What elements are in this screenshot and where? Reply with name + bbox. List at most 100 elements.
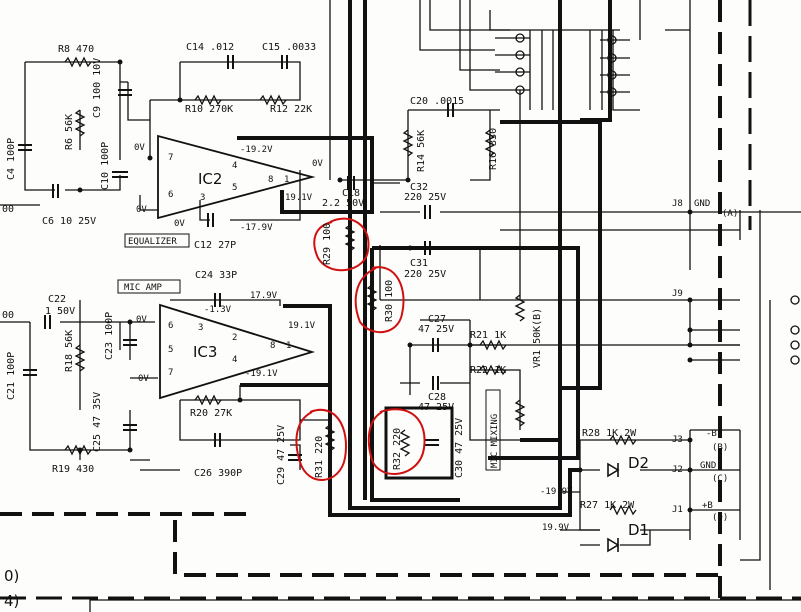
resistors — [64, 56, 637, 516]
label-r30: R30 100 — [384, 280, 395, 322]
svg-text:1: 1 — [286, 341, 291, 351]
label-c15: C15 .0033 — [262, 42, 316, 53]
label-r22: R22 1K — [470, 365, 506, 376]
svg-text:7: 7 — [168, 153, 173, 163]
svg-text:00: 00 — [2, 204, 14, 215]
edge-text: 00 00 0) 4) — [2, 204, 19, 610]
j8-label: J8 — [672, 199, 683, 209]
power-rails — [237, 0, 612, 517]
label-r29: R29 100 — [322, 223, 333, 265]
svg-text:2: 2 — [232, 333, 237, 343]
voltage-m179-ic2: -17.9V — [240, 223, 273, 233]
label-r19: R19 430 — [52, 464, 94, 475]
label-c18: C18 — [342, 188, 360, 199]
label-c30: C30 47 25V — [454, 418, 465, 478]
label-c10: C10 100P — [100, 142, 111, 190]
j1-pos: +B — [702, 501, 713, 511]
ic3-opamp — [159, 303, 316, 400]
svg-text:8: 8 — [268, 175, 273, 185]
voltage-labels: -19.2V 0V 19.1V 0V 0V 0V -17.9V -1.3V 17… — [134, 143, 573, 533]
label-c6: C6 10 25V — [42, 216, 96, 227]
voltage-191-ic2: 19.1V — [285, 193, 313, 203]
red-circle-r31 — [295, 409, 347, 481]
voltage-0v-out: 0V — [312, 159, 323, 169]
svg-text:8: 8 — [270, 341, 275, 351]
red-circle-r29 — [313, 217, 370, 272]
j9-label: J9 — [672, 289, 683, 299]
j2-gnd: GND — [700, 461, 716, 471]
label-r31: R31 220 — [314, 436, 325, 478]
svg-text:00: 00 — [2, 310, 14, 321]
j3-label: J3 — [672, 435, 683, 445]
voltage-0v-ic2-a: 0V — [134, 143, 145, 153]
svg-text:3: 3 — [200, 193, 205, 203]
label-c26: C26 390P — [194, 468, 242, 479]
label-c31-value: 220 25V — [404, 269, 446, 280]
j3-neg: -B — [706, 429, 717, 439]
label-r14: R14 56K — [416, 130, 427, 172]
label-c28: C28 — [428, 392, 446, 403]
voltage-m192: -19.2V — [240, 145, 273, 155]
label-c25: C25 47 35V — [92, 392, 103, 452]
label-r6: R6 56K — [64, 114, 75, 150]
capacitors — [18, 55, 454, 461]
svg-text:6: 6 — [168, 321, 173, 331]
label-d2: D2 — [628, 454, 649, 472]
mic-mixing-label: MIC MIXING — [490, 414, 500, 468]
svg-text:1: 1 — [284, 175, 289, 185]
label-c21: C21 100P — [6, 352, 17, 400]
j2-pin: (C) — [712, 474, 728, 484]
label-d1: D1 — [628, 521, 649, 539]
red-markup-circles — [295, 217, 426, 481]
label-c4: C4 100P — [6, 138, 17, 180]
label-r21: R21 1K — [470, 330, 506, 341]
svg-text:4): 4) — [4, 592, 19, 610]
label-c14: C14 .012 — [186, 42, 234, 53]
label-c9: C9 100 10V — [92, 58, 103, 118]
block-labels: IC2 IC3 EQUALIZER MIC AMP MIC MIXING — [117, 170, 501, 471]
label-r18: R18 56K — [64, 330, 75, 372]
svg-text:4: 4 — [232, 161, 237, 171]
label-r28: R28 1K 2W — [582, 428, 637, 439]
svg-text:5: 5 — [232, 183, 237, 193]
label-c28-value: 47 25V — [418, 402, 454, 413]
label-r20: R20 27K — [190, 408, 232, 419]
label-c22: C22 — [48, 294, 66, 305]
label-r16: R16 330 — [488, 128, 499, 170]
pin-numbers: 7 6 3 5 4 8 1 6 5 7 3 2 4 8 1 — [168, 153, 291, 378]
label-c32-value: 220 25V — [404, 192, 446, 203]
label-c32: C32 — [410, 182, 428, 193]
voltage-m13: -1.3V — [204, 305, 232, 315]
diodes — [607, 462, 620, 553]
svg-text:3: 3 — [198, 323, 203, 333]
voltage-179-ic3: 17.9V — [250, 291, 278, 301]
svg-text:5: 5 — [168, 345, 173, 355]
label-r32: R32 220 — [392, 428, 403, 470]
voltage-199: 19.9V — [542, 523, 570, 533]
svg-text:6: 6 — [168, 190, 173, 200]
component-labels: R8 470 C9 100 10V C14 .012 C15 .0033 R10… — [6, 42, 649, 539]
label-c31: C31 — [410, 258, 428, 269]
voltage-0v-ic2-b: 0V — [136, 205, 147, 215]
svg-text:4: 4 — [232, 355, 237, 365]
connector-labels: J8 GND (A) J9 J3 -B (B) J2 GND (C) J1 +B… — [672, 199, 738, 523]
svg-text:7: 7 — [168, 368, 173, 378]
voltage-0v-ic2-c: 0V — [174, 219, 185, 229]
svg-text:0): 0) — [4, 567, 19, 585]
label-r8: R8 470 — [58, 44, 94, 55]
label-r27: R27 1K 2W — [580, 500, 635, 511]
j3-pin: (B) — [712, 443, 728, 453]
label-vr1: VR1 50K(B) — [532, 308, 543, 368]
ic2-label: IC2 — [198, 170, 222, 188]
connector-terminals — [515, 33, 800, 365]
voltage-0v-ic3-b: 0V — [138, 374, 149, 384]
red-circle-r30 — [354, 266, 405, 334]
label-c29: C29 47 25V — [276, 425, 287, 485]
ic2-opamp — [157, 134, 316, 220]
voltage-191-ic3: 19.1V — [288, 321, 316, 331]
label-c20: C20 .0015 — [410, 96, 464, 107]
label-c12: C12 27P — [194, 240, 236, 251]
voltage-m191-ic3: -19.1V — [245, 369, 278, 379]
